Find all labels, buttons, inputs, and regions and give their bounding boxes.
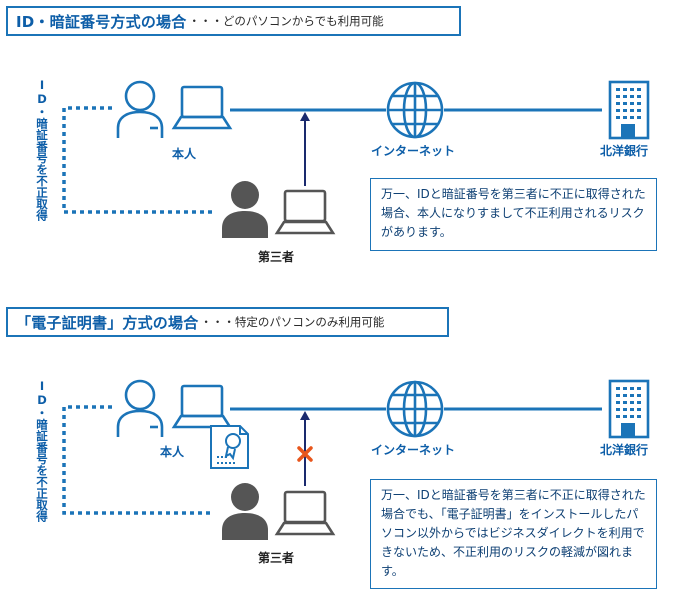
- section1-title: ID・暗証番号方式の場合: [16, 12, 187, 31]
- section2-certificate-icon: [210, 425, 249, 469]
- section1-side-label: ID・暗証番号を不正取得: [35, 78, 49, 221]
- section1-person-label: 本人: [172, 147, 197, 161]
- section1-person-icon: [116, 80, 164, 138]
- section2-person-icon: [116, 379, 164, 437]
- section2-subtitle: ・・・特定のパソコンのみ利用可能: [200, 315, 385, 329]
- section1-bank-label: 北洋銀行: [600, 144, 649, 158]
- section2-third-party-laptop-icon: [274, 490, 336, 536]
- section1-dotted-connector: [62, 106, 214, 214]
- section2-blocked-x-icon: [297, 446, 313, 462]
- section1-laptop-icon: [171, 85, 233, 130]
- section1-header: ID・暗証番号方式の場合 ・・・どのパソコンからでも利用可能: [6, 6, 461, 36]
- section2-dotted-connector: [62, 405, 214, 515]
- section1-subtitle: ・・・どのパソコンからでも利用可能: [188, 14, 384, 28]
- section2-internet-label: インターネット: [371, 443, 456, 457]
- section2-person-label: 本人: [160, 445, 185, 459]
- section1-third-party-label: 第三者: [258, 250, 295, 264]
- section1-internet-label: インターネット: [371, 144, 456, 158]
- section2-note: 万一、IDと暗証番号を第三者に不正に取得された場合でも、「電子証明書」をインスト…: [370, 479, 657, 589]
- section2-third-party-icon: [222, 483, 268, 540]
- section2-header: 「電子証明書」方式の場合 ・・・特定のパソコンのみ利用可能: [6, 307, 449, 337]
- section1-access-arrow: [300, 112, 310, 186]
- section1-globe-icon: [386, 81, 444, 139]
- section2-third-party-label: 第三者: [258, 551, 295, 565]
- section1-third-party-laptop-icon: [274, 189, 336, 235]
- section2-globe-icon: [386, 380, 444, 438]
- section2-side-label: ID・暗証番号を不正取得: [35, 379, 49, 522]
- section1-third-party-icon: [222, 181, 268, 238]
- section2-title: 「電子証明書」方式の場合: [16, 313, 199, 332]
- section1-note: 万一、IDと暗証番号を第三者に不正に取得された場合、本人になりすまして不正利用さ…: [370, 178, 657, 251]
- section1-bank-building-icon: [608, 80, 650, 140]
- section2-bank-building-icon: [608, 379, 650, 439]
- section2-laptop-icon: [171, 384, 233, 429]
- section2-bank-label: 北洋銀行: [600, 443, 649, 457]
